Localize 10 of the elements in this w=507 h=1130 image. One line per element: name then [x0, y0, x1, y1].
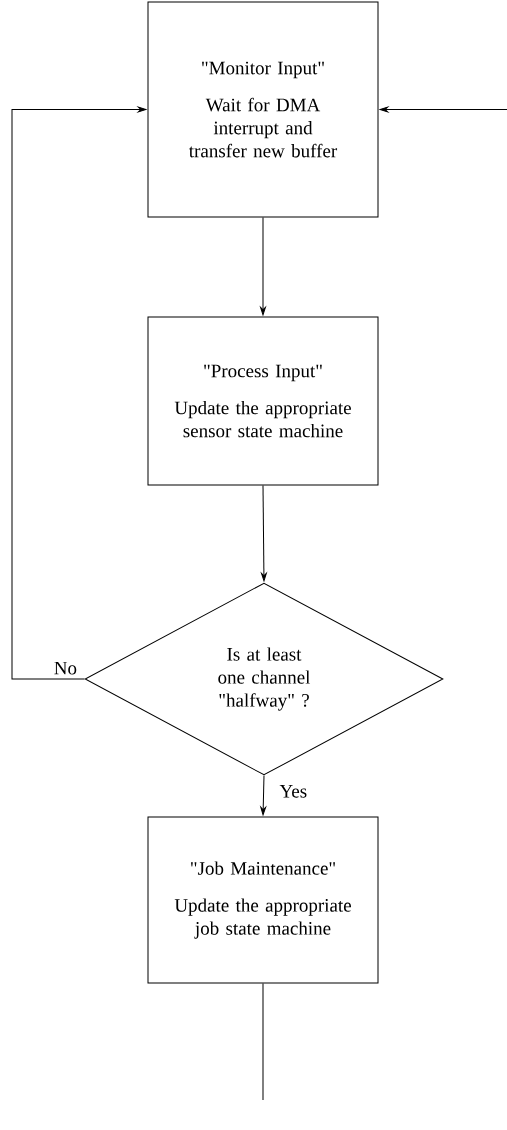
edge-label: No	[54, 661, 77, 675]
process-box: "Job Maintenance" Update the appropriate job state machine	[147, 816, 379, 984]
arrow	[260, 775, 267, 816]
arrow	[261, 485, 267, 582]
arrow	[11, 106, 147, 680]
edge-label: Yes	[279, 785, 307, 798]
process-box: "Monitor Input" Wait for DMA interrupt and transfer new buffer	[147, 1, 379, 218]
process-box: "Process Input" Update the appropriate sensor state machine	[147, 316, 379, 486]
arrow	[379, 106, 507, 113]
arrow	[260, 217, 266, 316]
